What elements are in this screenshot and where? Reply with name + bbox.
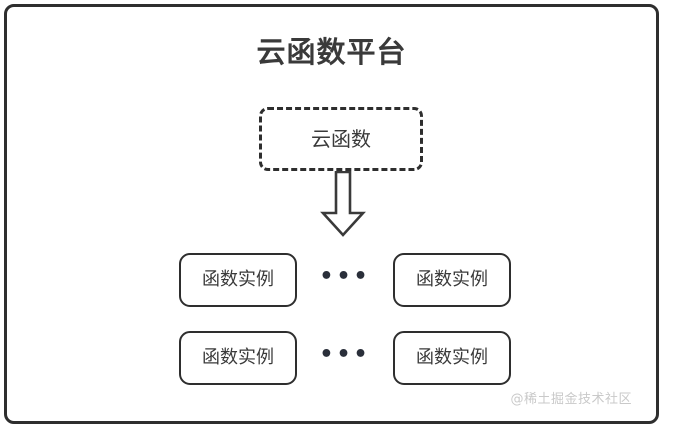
function-instance-label: 函数实例 — [202, 347, 274, 368]
function-instance-node: 函数实例 — [179, 253, 297, 307]
cloud-function-platform-frame: 云函数平台 云函数 函数实例 ••• 函数实例 函数实例 ••• 函数实例 @稀… — [4, 4, 659, 424]
function-instance-node: 函数实例 — [393, 253, 511, 307]
instance-row: 函数实例 ••• 函数实例 — [179, 253, 511, 307]
ellipsis-indicator: ••• — [319, 264, 371, 289]
function-instance-label: 函数实例 — [416, 269, 488, 290]
watermark: @稀土掘金技术社区 — [510, 392, 632, 407]
function-instance-node: 函数实例 — [393, 331, 511, 385]
function-instance-label: 函数实例 — [416, 347, 488, 368]
cloud-function-node: 云函数 — [259, 107, 423, 171]
function-instance-node: 函数实例 — [179, 331, 297, 385]
page-title: 云函数平台 — [256, 35, 407, 69]
function-instance-label: 函数实例 — [202, 269, 274, 290]
instance-row: 函数实例 ••• 函数实例 — [179, 331, 511, 385]
down-arrow-icon — [320, 171, 366, 237]
ellipsis-indicator: ••• — [319, 342, 371, 367]
cloud-function-label: 云函数 — [311, 127, 371, 151]
